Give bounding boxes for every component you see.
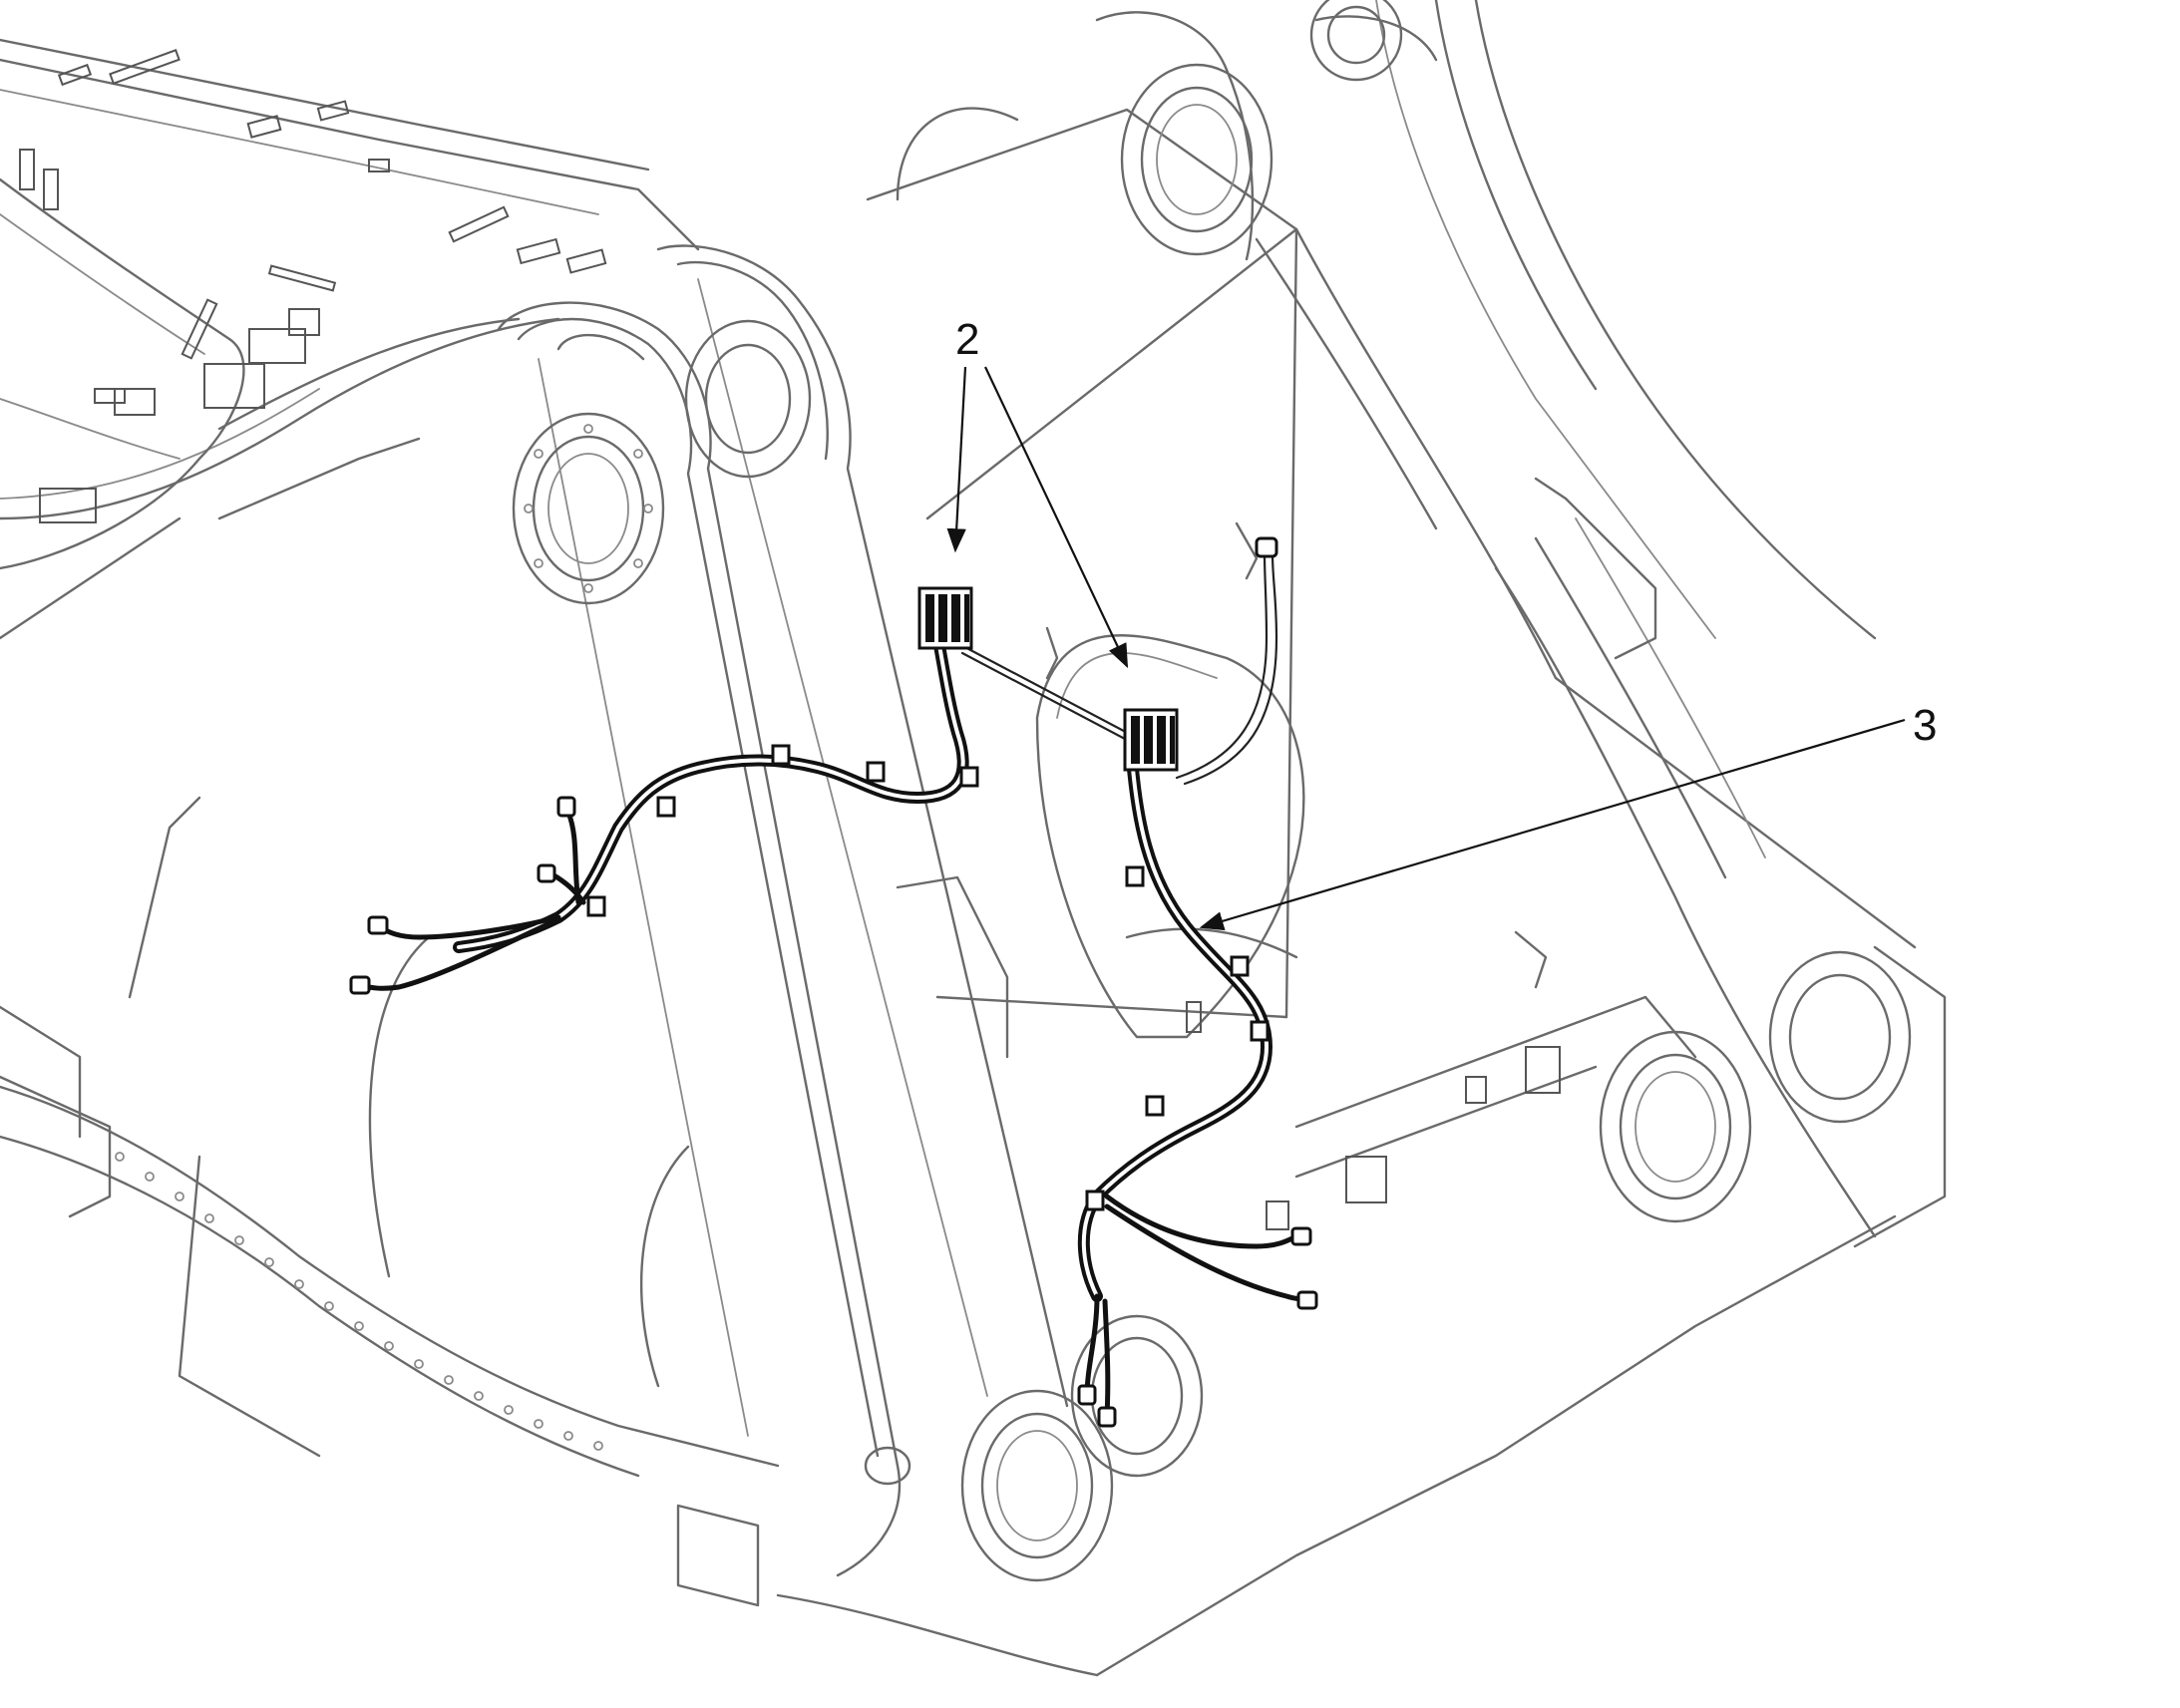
- tower-opening: [1035, 634, 1305, 1039]
- frame-base: [0, 796, 1897, 1677]
- callout-3-label: 3: [1913, 701, 1937, 750]
- valve-manifold-left: [917, 586, 973, 650]
- callout-2-leader-right: [984, 366, 1129, 669]
- base-rivet-row: [115, 1152, 603, 1451]
- callout-2-leader-left: [946, 366, 967, 553]
- callout-2-group: 2: [946, 315, 1129, 669]
- callout-2-label: 2: [955, 315, 979, 364]
- lower-front-bosses: [864, 1314, 1204, 1582]
- callout-3-leader: [1199, 718, 1906, 931]
- rear-frame-pads: [19, 49, 607, 523]
- right-frame-tower: [866, 0, 1917, 1019]
- right-lower-arm: [1294, 517, 1947, 1248]
- valve-manifold-right: [1123, 708, 1179, 772]
- left-boom-arm: [497, 244, 1069, 1577]
- plate-brackets: [896, 477, 1657, 1230]
- callout-3-group: 3: [1199, 701, 1937, 931]
- rear-frame: [0, 38, 700, 640]
- hydraulic-hose-bundle: [349, 536, 1318, 1428]
- left-boss-bolts: [524, 424, 653, 593]
